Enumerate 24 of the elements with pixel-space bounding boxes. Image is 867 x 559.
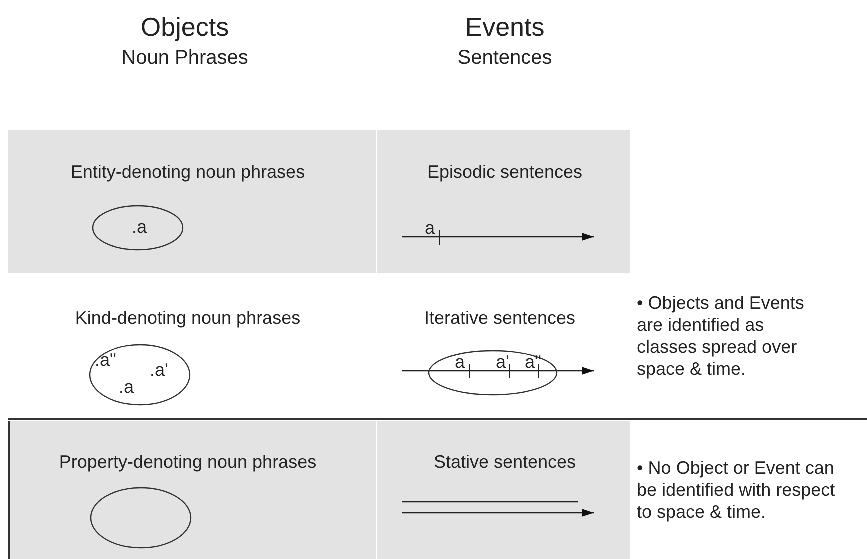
ellipse-shape bbox=[428, 350, 558, 396]
element-label: a bbox=[455, 352, 466, 372]
element-label: .a bbox=[119, 377, 134, 397]
column-subheading: Sentences bbox=[458, 46, 552, 70]
note-text: • No Object or Event can be identified with respect to space & time. bbox=[637, 457, 836, 523]
element-label: .a' bbox=[150, 360, 168, 380]
ellipse-shape bbox=[90, 487, 192, 549]
column-heading: Events bbox=[465, 12, 545, 42]
row-heading: Property-denoting noun phrases bbox=[59, 452, 317, 472]
row-heading: Episodic sentences bbox=[427, 162, 583, 182]
element-label: a' bbox=[496, 352, 510, 372]
row-heading: Entity-denoting noun phrases bbox=[70, 162, 306, 182]
element-label: .a" bbox=[95, 350, 116, 370]
column-heading: Objects bbox=[140, 12, 230, 42]
event-label: a bbox=[425, 218, 435, 238]
row-heading: Iterative sentences bbox=[424, 308, 576, 328]
row-heading: Stative sentences bbox=[434, 452, 576, 472]
ellipse-shape bbox=[89, 344, 191, 406]
row-heading: Kind-denoting noun phrases bbox=[75, 308, 301, 328]
element-label: a" bbox=[525, 352, 542, 372]
column-subheading: Noun Phrases bbox=[122, 46, 248, 70]
note-text: • Objects and Events are identified as classes spread over space & time. bbox=[637, 292, 806, 380]
element-label: .a bbox=[132, 217, 148, 237]
ellipse-shape bbox=[92, 205, 184, 251]
